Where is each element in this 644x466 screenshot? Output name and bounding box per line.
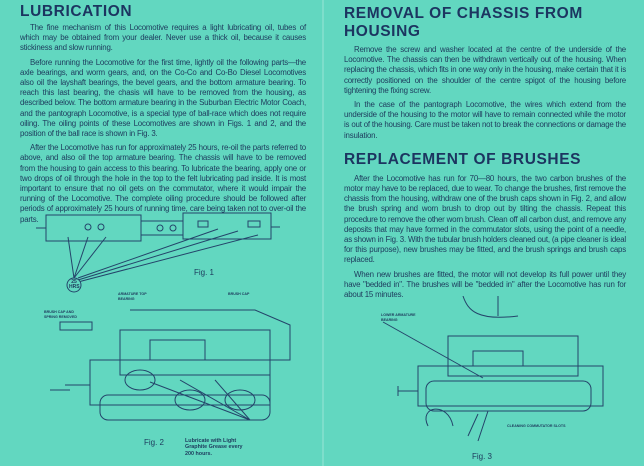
fig2-motor-drawing — [50, 309, 291, 421]
fig3-motor-drawing — [382, 296, 604, 442]
removal-section: REMOVAL OF CHASSIS FROM HOUSING Remove t… — [344, 5, 626, 141]
page-fold — [322, 0, 324, 466]
paragraph: After the Locomotive has run for 70—80 h… — [344, 173, 626, 265]
lubrication-section: LUBRICATION The fine mechanism of this L… — [20, 3, 306, 229]
removal-heading: REMOVAL OF CHASSIS FROM HOUSING — [344, 5, 583, 40]
fig2-grease-note: Lubricate with Light Graphite Grease eve… — [185, 438, 243, 457]
paragraph: After the Locomotive has run for approxi… — [20, 143, 306, 224]
fig2-caption: Fig. 2 — [144, 438, 165, 447]
paragraph: When new brushes are fitted, the motor w… — [344, 269, 626, 300]
paragraph: Before running the Locomotive for the fi… — [20, 57, 306, 139]
fig1-chassis-drawing — [36, 212, 280, 293]
label-brush-cap-removed: BRUSH CAP AND SPRING REMOVED — [44, 310, 77, 319]
label-brush-cap: BRUSH CAP — [228, 292, 250, 296]
brushes-section: REPLACEMENT OF BRUSHES After the Locomot… — [344, 151, 626, 300]
paragraph: Remove the screw and washer located at t… — [344, 45, 626, 95]
fig1-badge-25hrs: 25 HRS — [69, 279, 80, 290]
label-cleaning-commutator: CLEANING COMMUTATOR SLOTS — [507, 424, 566, 428]
paragraph: The fine mechanism of this Locomotive re… — [20, 23, 306, 53]
paragraph: In the case of the pantograph Locomotive… — [344, 100, 626, 140]
fig1-caption: Fig. 1 — [194, 268, 215, 277]
label-lower-armature-bearing: LOWER ARMATURE BEARING — [381, 313, 416, 322]
fig3-caption: Fig. 3 — [472, 452, 493, 461]
brushes-heading: REPLACEMENT OF BRUSHES — [344, 150, 582, 168]
lubrication-heading: LUBRICATION — [20, 3, 133, 20]
label-armature-top-bearing: ARMATURE TOP BEARING — [118, 292, 147, 301]
right-column: REMOVAL OF CHASSIS FROM HOUSING Remove t… — [344, 5, 626, 304]
